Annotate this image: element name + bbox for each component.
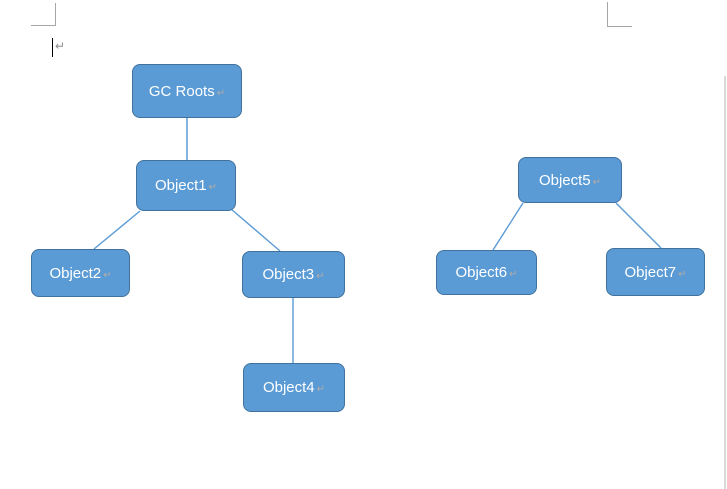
- node-label: Object6: [455, 264, 508, 281]
- node-object6[interactable]: Object6↵: [436, 250, 537, 295]
- node-label: Object3: [262, 266, 315, 283]
- paragraph-mark: ↵: [55, 39, 66, 53]
- edge-object5-object7[interactable]: [615, 202, 662, 249]
- margin-crop-mark-top-right: [607, 2, 632, 27]
- margin-crop-mark-top-left: [31, 3, 56, 26]
- edge-object1-object2[interactable]: [93, 210, 141, 250]
- text-end-mark: ↵: [678, 268, 687, 280]
- node-label: Object1: [154, 177, 207, 194]
- text-end-mark: ↵: [208, 182, 218, 193]
- node-object4[interactable]: Object4↵: [243, 363, 345, 412]
- node-object1[interactable]: Object1↵: [136, 160, 236, 211]
- text-end-mark: ↵: [509, 269, 518, 280]
- text-end-mark: ↵: [592, 176, 602, 188]
- node-object3[interactable]: Object3↵: [242, 251, 345, 298]
- node-object2[interactable]: Object2↵: [31, 249, 130, 297]
- text-end-mark: ↵: [316, 384, 326, 395]
- node-object7[interactable]: Object7↵: [606, 248, 705, 296]
- node-object5[interactable]: Object5↵: [518, 157, 622, 203]
- text-end-mark: ↵: [316, 271, 325, 282]
- node-label: Object4: [262, 379, 315, 396]
- text-cursor: [52, 38, 53, 57]
- node-label: Object7: [624, 263, 677, 281]
- text-end-mark: ↵: [103, 269, 112, 281]
- edge-object1-object3[interactable]: [230, 208, 281, 252]
- page-edge-line: [724, 76, 726, 489]
- node-label: Object5: [538, 171, 591, 189]
- node-label: Object2: [49, 264, 102, 282]
- edge-object5-object6[interactable]: [492, 202, 524, 251]
- node-gc-roots[interactable]: GC Roots↵: [132, 64, 242, 118]
- text-end-mark: ↵: [216, 87, 226, 99]
- node-label: GC Roots: [148, 82, 215, 100]
